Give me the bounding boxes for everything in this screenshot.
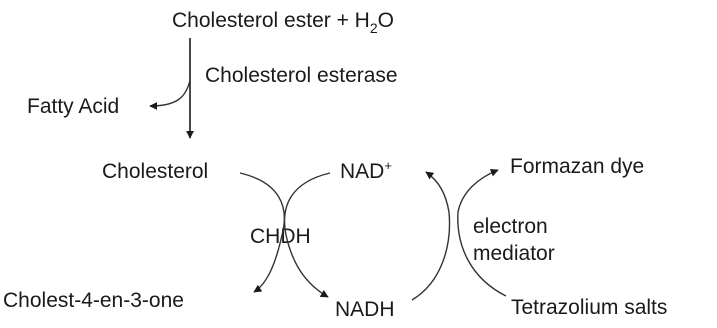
tetrazolium-to-formazan-arrow [457, 168, 507, 297]
tetrazolium-salts-label: Tetrazolium salts [511, 296, 667, 319]
cholestenone-label: Cholest-4-en-3-one [3, 289, 184, 312]
nad-to-nadh-arrow [283, 172, 331, 298]
electron-label: electron [473, 215, 548, 238]
cholesterol-to-cholestenone-arrow [239, 172, 286, 293]
cholesterol-esterase-label: Cholesterol esterase [205, 64, 398, 87]
nad-plus-label: NAD+ [340, 158, 392, 183]
cholesterol-label: Cholesterol [102, 160, 208, 183]
fatty-acid-branch-arrow [149, 79, 191, 110]
chdh-enzyme-label: CHDH [250, 225, 311, 248]
formazan-dye-label: Formazan dye [510, 155, 644, 178]
nadh-to-nad-arrow [411, 171, 451, 301]
nadh-label: NADH [335, 298, 395, 321]
mediator-label: mediator [473, 242, 555, 265]
fatty-acid-label: Fatty Acid [27, 95, 119, 118]
cholesterol-ester-label: Cholesterol ester + H2O [172, 9, 394, 36]
